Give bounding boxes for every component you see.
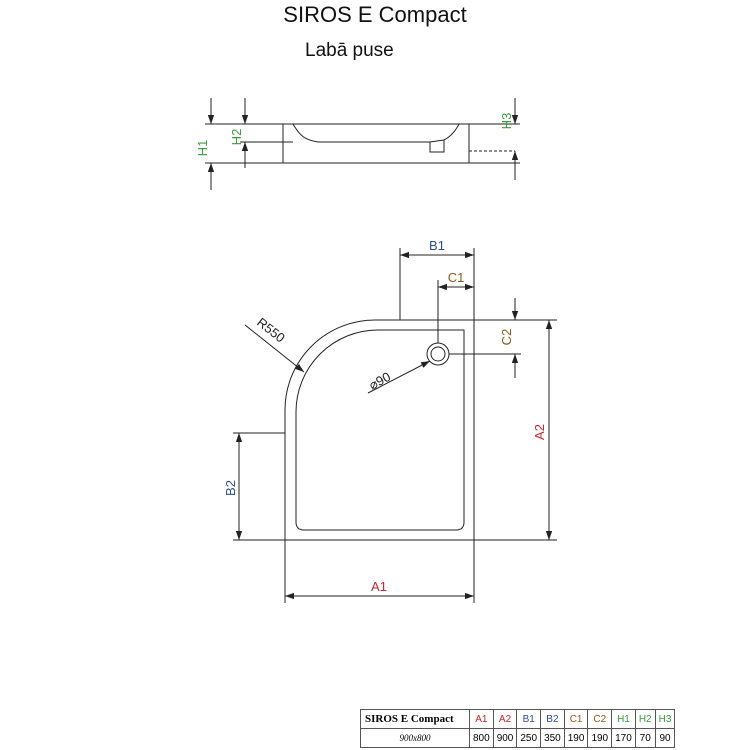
drain-label: ⌀90 <box>366 369 393 393</box>
value-h1: 170 <box>611 728 636 748</box>
page-subtitle: Labā puse <box>305 40 394 61</box>
value-b1: 250 <box>516 728 542 748</box>
spec-table: SIROS E Compact A1 A2 B1 B2 C1 C2 H1 H2 … <box>360 709 676 748</box>
header-b1: B1 <box>516 709 542 729</box>
top-view <box>233 248 557 603</box>
header-c2: C2 <box>587 709 613 729</box>
c2-label: C2 <box>499 329 514 346</box>
value-h3: 90 <box>654 728 676 748</box>
model-size: 900x800 <box>360 728 470 748</box>
model-name: SIROS E Compact <box>360 709 470 729</box>
b1-label: B1 <box>429 238 445 253</box>
header-h3: H3 <box>654 709 676 729</box>
drain-inner <box>430 346 446 362</box>
b2-label: B2 <box>223 480 238 496</box>
value-a1: 800 <box>469 728 494 748</box>
header-a1: A1 <box>469 709 494 729</box>
drain-outer <box>426 342 450 366</box>
value-c2: 190 <box>587 728 613 748</box>
header-b2: B2 <box>540 709 565 729</box>
tray-outline <box>284 319 475 541</box>
a1-label: A1 <box>371 579 387 594</box>
page-title: SIROS E Compact <box>283 2 467 27</box>
value-b2: 350 <box>540 728 565 748</box>
header-h2: H2 <box>634 709 656 729</box>
side-view <box>205 98 520 190</box>
header-c1: C1 <box>563 709 589 729</box>
spec-header-row: SIROS E Compact A1 A2 B1 B2 C1 C2 H1 H2 … <box>360 709 676 729</box>
spec-value-row: 900x800 800 900 250 350 190 190 170 70 9… <box>360 728 676 748</box>
header-h1: H1 <box>611 709 636 729</box>
header-a2: A2 <box>492 709 518 729</box>
drain-cut <box>429 140 445 153</box>
value-a2: 900 <box>492 728 518 748</box>
value-c1: 190 <box>563 728 589 748</box>
drain-leader <box>367 360 431 394</box>
a2-label: A2 <box>532 424 547 440</box>
value-h2: 70 <box>634 728 656 748</box>
tray-inner-basin <box>295 329 465 531</box>
radius-label: R550 <box>254 315 288 346</box>
radius-leader <box>244 324 305 373</box>
h2-label: H2 <box>229 129 244 146</box>
h3-label: H3 <box>499 113 514 130</box>
c1-label: C1 <box>448 270 465 285</box>
h1-label: H1 <box>195 140 210 157</box>
tray-profile <box>282 123 470 164</box>
